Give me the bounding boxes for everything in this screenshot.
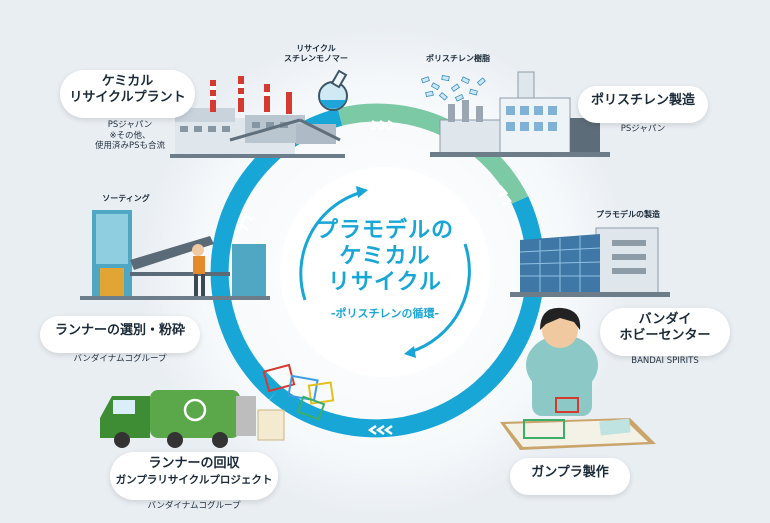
- styrene-monomer-tag: リサイクル スチレンモノマー: [276, 44, 356, 64]
- center-arrowhead-right: [404, 346, 416, 358]
- center-title-line1: プラモデルの: [315, 218, 454, 243]
- hobby-center-title-line1: バンダイ: [638, 312, 692, 327]
- runner-collection-company: バンダイナムコグループ: [147, 501, 241, 511]
- polystyrene-factory-illustration: [420, 71, 610, 157]
- hobby-center-company: BANDAI SPIRITS: [631, 356, 699, 366]
- chemical-plant-note-line2: 使用済みPSも合流: [94, 141, 166, 151]
- hobby-center-label: バンダイ ホビーセンター: [600, 308, 730, 356]
- center-title: プラモデルの ケミカル リサイクル: [295, 218, 475, 296]
- polystyrene-title: ポリスチレン製造: [590, 93, 695, 108]
- ring-chevrons: [236, 119, 512, 436]
- center-circle: [280, 167, 490, 377]
- chemical-plant-title-line1: ケミカル: [101, 74, 154, 89]
- polystyrene-label: ポリスチレン製造: [578, 86, 708, 123]
- runner-collection-title-line2: ガンプラリサイクルプロジェクト: [115, 474, 273, 486]
- hobby-center-illustration: [510, 227, 670, 297]
- center-arrow-left: [299, 190, 363, 301]
- gunpla-making-title: ガンプラ製作: [531, 465, 609, 480]
- chemical-plant-company: PSジャパン: [107, 120, 153, 130]
- center-title-line3: リサイクル: [328, 270, 442, 295]
- center-arrow-right: [409, 243, 471, 354]
- runner-collection-title-line1: ランナーの回収: [148, 456, 240, 471]
- center-arrowhead-left: [356, 186, 368, 198]
- garbage-truck-illustration: [100, 390, 285, 448]
- plamodel-production-tag: プラモデルの製造: [596, 210, 660, 219]
- chemical-plant-illustration: [170, 69, 348, 158]
- gunpla-making-label: ガンプラ製作: [510, 458, 630, 495]
- polystyrene-company: PSジャパン: [620, 124, 666, 134]
- gunpla-making-illustration: [500, 307, 656, 450]
- styrene-monomer-line2: スチレンモノマー: [284, 54, 348, 63]
- sorting-facility-illustration: [80, 210, 270, 300]
- chemical-plant-title-line2: リサイクルプラント: [69, 90, 186, 105]
- runner-sorting-company: バンダイナムコグループ: [73, 354, 167, 364]
- chemical-plant-label: ケミカル リサイクルプラント: [60, 70, 195, 118]
- chemical-plant-note-line1: ※その他、: [109, 131, 151, 141]
- styrene-monomer-line1: リサイクル: [296, 44, 336, 53]
- ps-resin-tag: ポリスチレン樹脂: [426, 54, 490, 63]
- sorting-tag: ソーティング: [102, 194, 150, 203]
- runner-collection-label: ランナーの回収 ガンプラリサイクルプロジェクト: [110, 452, 278, 500]
- hobby-center-title-line2: ホビーセンター: [619, 328, 711, 343]
- runner-pieces-illustration: [262, 363, 335, 421]
- center-title-line2: ケミカル: [339, 244, 431, 269]
- runner-sorting-title: ランナーの選別・粉砕: [54, 323, 185, 338]
- runner-sorting-label: ランナーの選別・粉砕: [40, 316, 200, 353]
- center-subtitle: -ポリスチレンの循環-: [330, 307, 440, 320]
